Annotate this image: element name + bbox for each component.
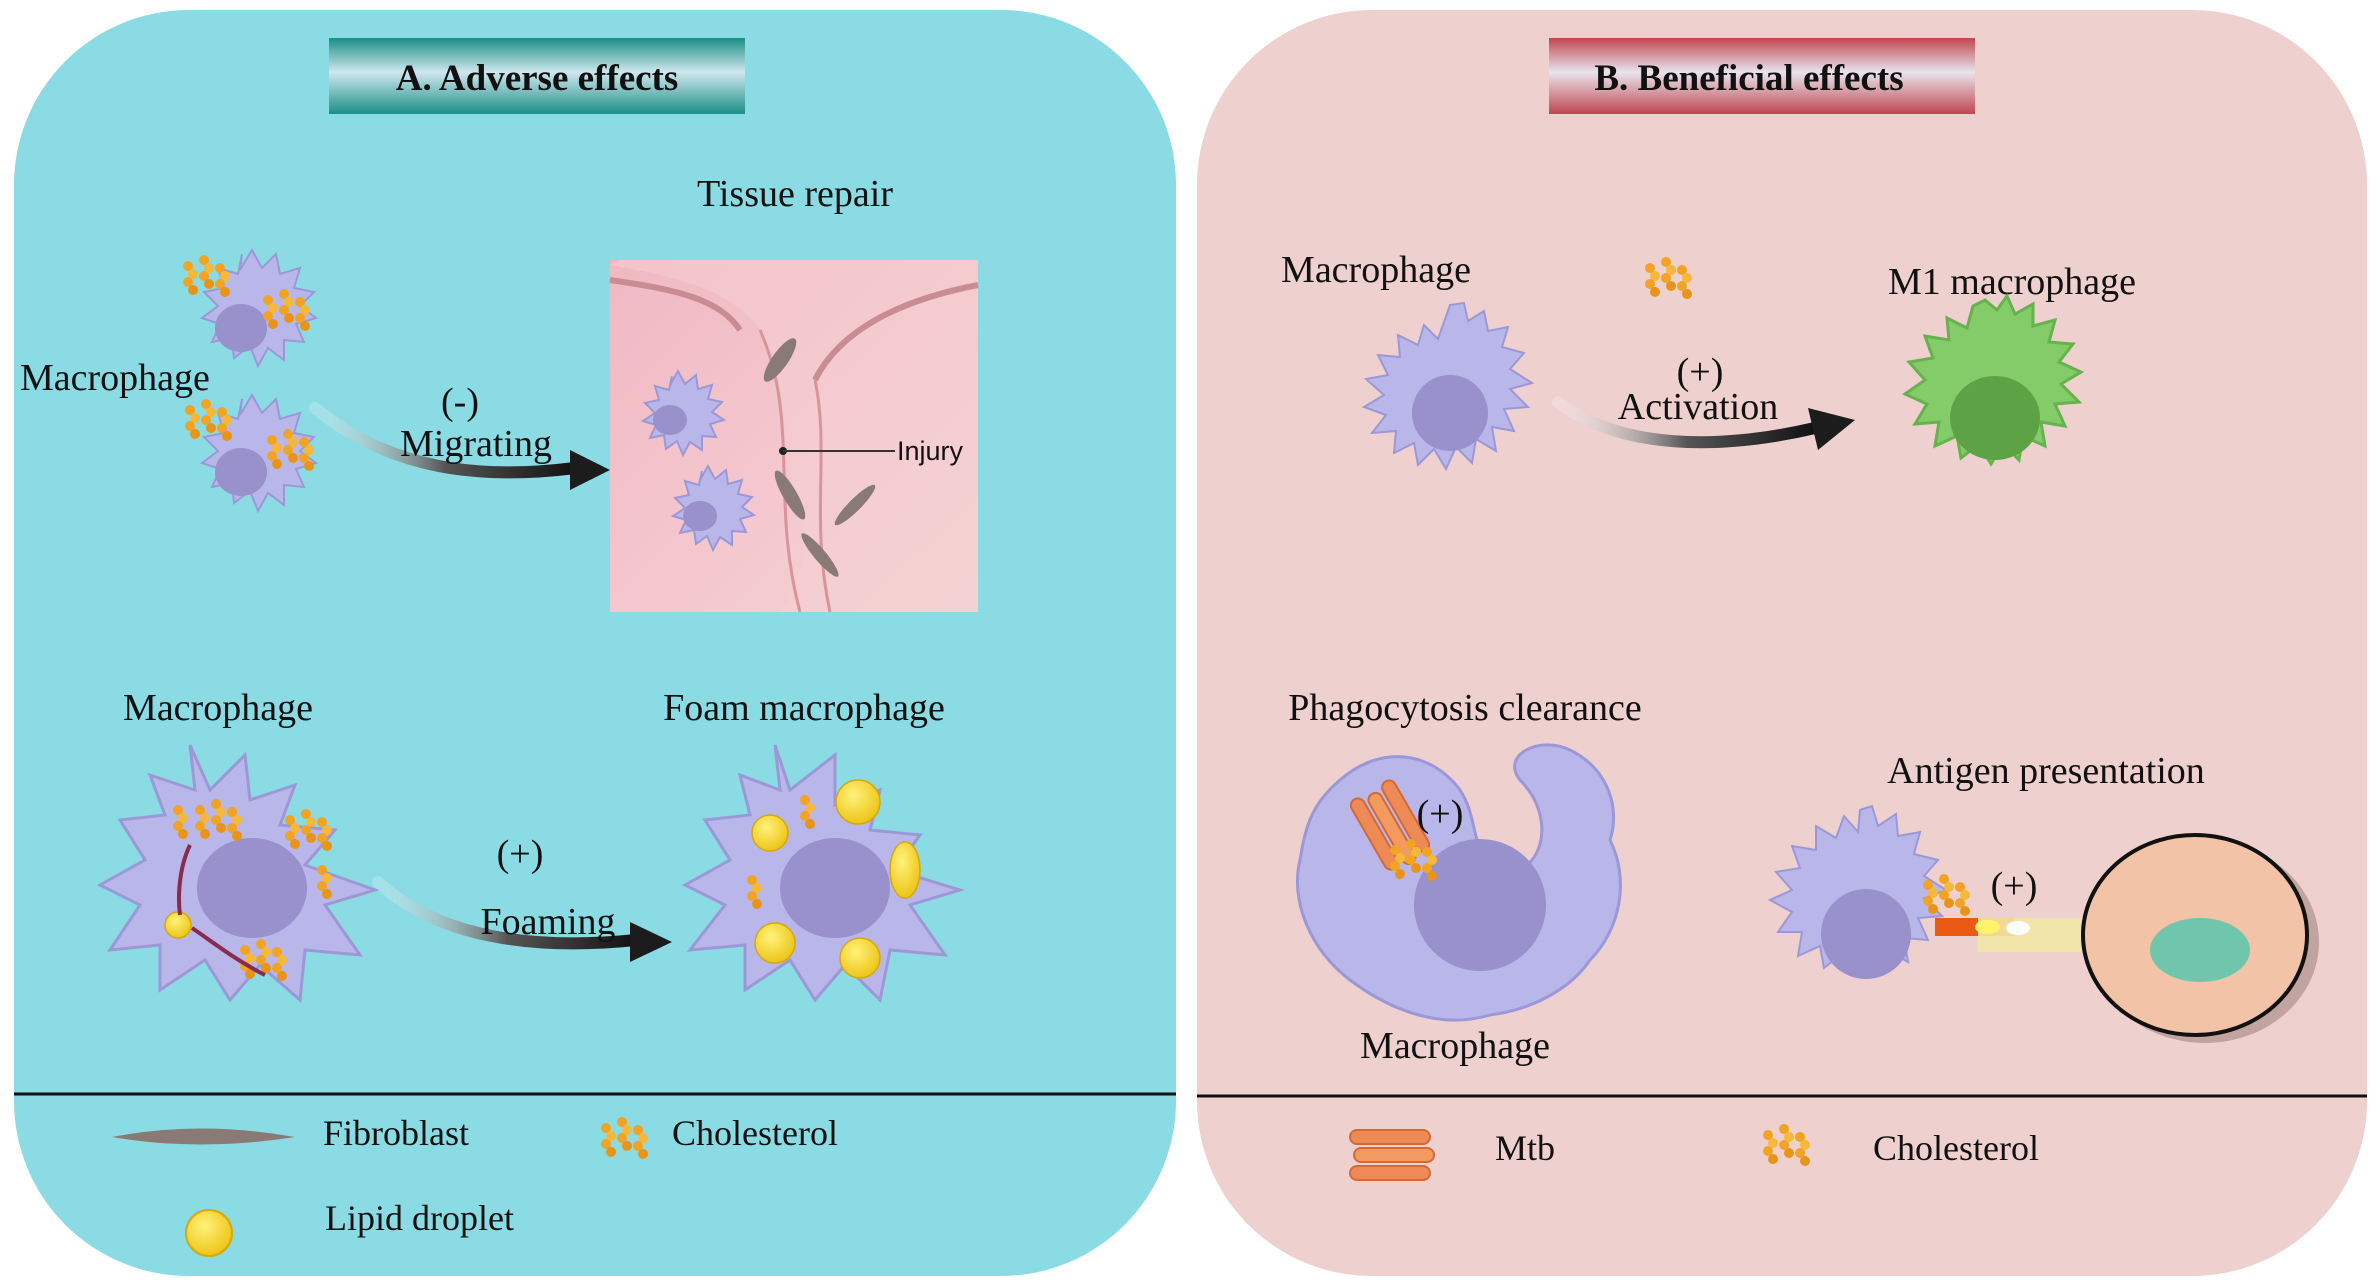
macrophage-cell-icon — [185, 393, 319, 514]
activation-label: Activation — [1618, 386, 1778, 428]
macrophage-cell-icon — [183, 248, 319, 369]
panel-title-text: B. Beneficial effects — [1594, 58, 1903, 99]
foaming-label: Foaming — [480, 901, 615, 943]
antigen-presentation-label: Antigen presentation — [1887, 750, 2205, 792]
phagocytosis-label: Phagocytosis clearance — [1288, 687, 1641, 729]
tissue-repair-image: Injury — [609, 260, 979, 613]
migrating-sign: (-) — [441, 381, 479, 423]
antigen-presenting-macrophage-icon — [1767, 804, 1949, 979]
foaming-sign: (+) — [497, 833, 544, 875]
foam-macrophage-icon — [681, 744, 966, 1004]
tissue-repair-label: Tissue repair — [697, 173, 893, 215]
foam-macrophage-label: Foam macrophage — [663, 687, 945, 729]
antigen-sign: (+) — [1991, 865, 2038, 907]
legend-fibroblast-label: Fibroblast — [323, 1113, 469, 1153]
legend-cholesterol: Cholesterol — [1763, 1124, 2039, 1168]
cholesterol-laden-macrophage-icon — [96, 744, 380, 1004]
migrating-arrow — [309, 402, 610, 490]
legend-mtb: Mtb — [1349, 1128, 1555, 1181]
phagocytosis-sign: (+) — [1417, 793, 1464, 835]
t-cell-icon — [2081, 833, 2319, 1043]
mhc-receptor-icon — [1923, 874, 2093, 952]
panel-title-adverse: A. Adverse effects — [329, 38, 745, 114]
migrating-label: Migrating — [400, 423, 552, 465]
mtb-icon — [1349, 1129, 1435, 1181]
lipid-droplet-icon — [185, 1209, 233, 1257]
macrophage-label-2: Macrophage — [123, 687, 313, 729]
legend-lipid-droplet: Lipid droplet — [185, 1198, 514, 1257]
macrophage-cell-icon — [1361, 301, 1535, 472]
legend-cholesterol-label: Cholesterol — [672, 1113, 838, 1153]
macrophage-label-2: Macrophage — [1360, 1025, 1550, 1067]
m1-macrophage-label: M1 macrophage — [1888, 261, 2136, 303]
activation-sign: (+) — [1677, 351, 1724, 393]
legend-fibroblast: Fibroblast — [112, 1113, 469, 1153]
phagocytosing-macrophage-icon — [1295, 743, 1622, 1022]
activation-arrow — [1552, 396, 1855, 450]
legend-lipid-label: Lipid droplet — [325, 1198, 514, 1238]
legend-cholesterol: Cholesterol — [601, 1113, 838, 1159]
legend-mtb-label: Mtb — [1495, 1128, 1555, 1168]
macrophage-label-1: Macrophage — [1281, 249, 1471, 291]
macrophage-label-1: Macrophage — [20, 357, 210, 399]
foaming-arrow — [372, 876, 672, 962]
m1-macrophage-icon — [1901, 292, 2085, 467]
fibroblast-icon — [112, 1128, 295, 1145]
panel-title-beneficial: B. Beneficial effects — [1549, 38, 1975, 114]
panel-adverse: A. Adverse effects Macrophage (-) Migrat… — [14, 10, 1176, 1276]
injury-label: Injury — [897, 436, 964, 466]
panel-beneficial: B. Beneficial effects Macrophage (+) Act… — [1197, 10, 2367, 1276]
panel-title-text: A. Adverse effects — [396, 58, 679, 99]
legend-cholesterol-label: Cholesterol — [1873, 1128, 2039, 1168]
